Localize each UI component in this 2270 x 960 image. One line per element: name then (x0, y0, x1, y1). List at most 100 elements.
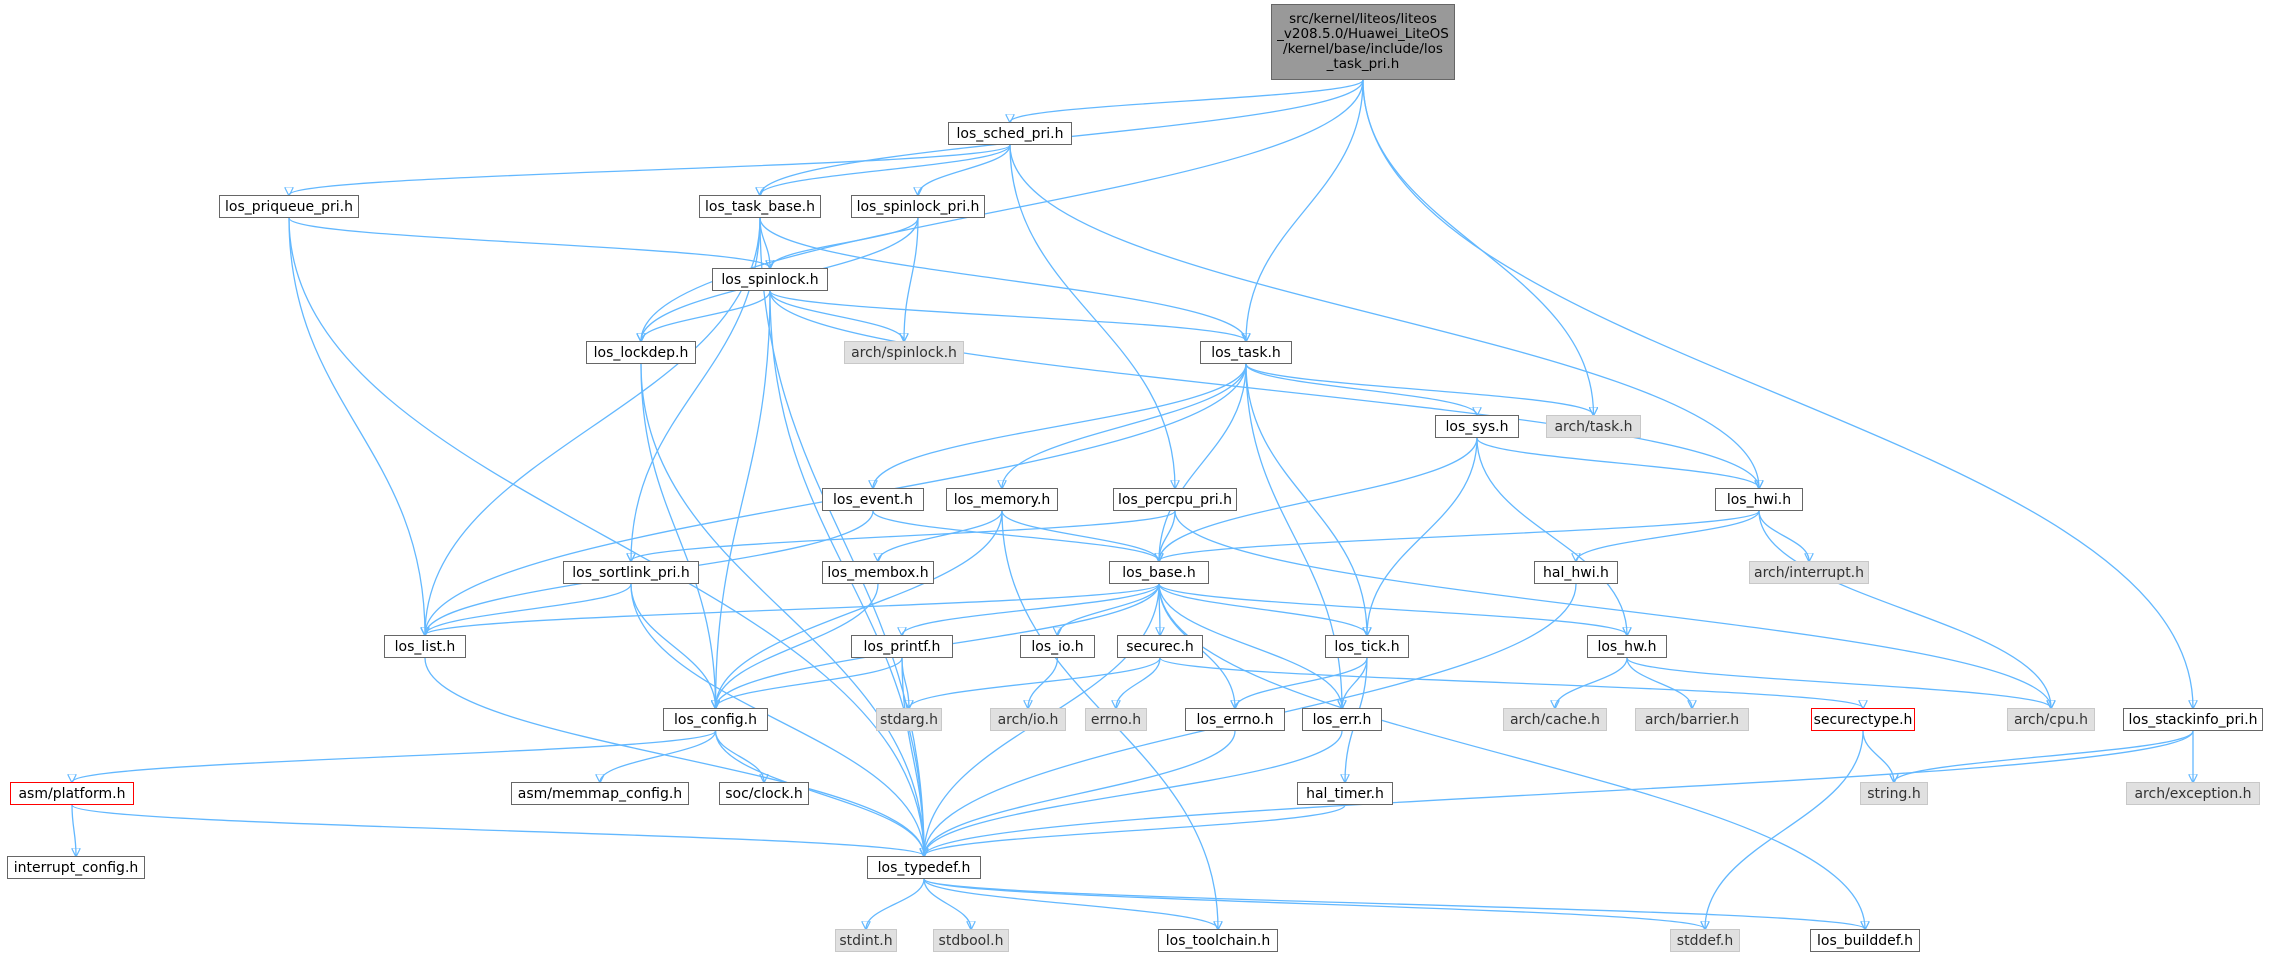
dependency-edge (1342, 657, 1368, 708)
dependency-edge (1245, 363, 1367, 635)
dependency-edge (1158, 583, 1342, 708)
node-hal-timer-h[interactable]: hal_timer.h (1297, 782, 1393, 805)
dependency-edge (288, 217, 770, 268)
dependency-edge (1705, 730, 1864, 929)
dependency-edge (1245, 363, 1594, 415)
node-arch-interrupt-h[interactable]: arch/interrupt.h (1749, 561, 1869, 584)
root-label-line: /kernel/base/include/los (1283, 41, 1443, 57)
node-asm-memmap-config-h[interactable]: asm/memmap_config.h (511, 782, 689, 805)
node-string-h[interactable]: string.h (1860, 782, 1928, 805)
node-los-priqueue-pri-h[interactable]: los_priqueue_pri.h (219, 195, 359, 218)
dependency-edge (770, 217, 919, 268)
node-los-percpu-pri-h[interactable]: los_percpu_pri.h (1113, 488, 1237, 511)
node-arch-spinlock-h[interactable]: arch/spinlock.h (844, 341, 964, 364)
node-errno-h[interactable]: errno.h (1085, 708, 1147, 731)
node-los-spinlock-h[interactable]: los_spinlock.h (712, 268, 828, 291)
node-arch-cpu-h[interactable]: arch/cpu.h (2007, 708, 2095, 731)
node-stddef-h[interactable]: stddef.h (1670, 929, 1740, 952)
dependency-edge (1235, 657, 1368, 708)
dependency-edge (72, 730, 717, 782)
node-los-task-base-h[interactable]: los_task_base.h (699, 195, 821, 218)
node-asm-platform-h[interactable]: asm/platform.h (10, 782, 134, 805)
node-securectype-h[interactable]: securectype.h (1811, 708, 1915, 731)
node-los-event-h[interactable]: los_event.h (822, 488, 924, 511)
node-stdint-h[interactable]: stdint.h (835, 929, 897, 952)
dependency-edge (902, 583, 1160, 635)
node-securec-h[interactable]: securec.h (1117, 635, 1203, 658)
node-los-spinlock-pri-h[interactable]: los_spinlock_pri.h (851, 195, 985, 218)
dependency-edge (759, 217, 1246, 341)
node-los-toolchain-h[interactable]: los_toolchain.h (1158, 929, 1278, 952)
dependency-edge (769, 290, 1246, 341)
node-los-builddef-h[interactable]: los_builddef.h (1810, 929, 1920, 952)
dependency-edge (1158, 583, 1865, 929)
root-file-node: src/kernel/liteos/liteos _v208.5.0/Huawe… (1271, 4, 1455, 80)
node-los-lockdep-h[interactable]: los_lockdep.h (586, 341, 696, 364)
dependency-edge (1002, 363, 1247, 488)
root-label-line: _v208.5.0/Huawei_LiteOS (1277, 26, 1449, 42)
dependency-edge (1576, 510, 1760, 561)
dependency-edge (1245, 363, 1477, 415)
dependency-edge (769, 290, 904, 341)
dependency-edge (71, 804, 76, 856)
dependency-edge (1362, 79, 2193, 708)
node-arch-cache-h[interactable]: arch/cache.h (1503, 708, 1607, 731)
dependency-edge (1158, 583, 1367, 635)
node-interrupt-config-h[interactable]: interrupt_config.h (7, 856, 145, 879)
dependency-edge (878, 510, 1003, 561)
node-soc-clock-h[interactable]: soc/clock.h (719, 782, 809, 805)
node-arch-exception-h[interactable]: arch/exception.h (2126, 782, 2260, 805)
node-arch-barrier-h[interactable]: arch/barrier.h (1635, 708, 1749, 731)
node-los-errno-h[interactable]: los_errno.h (1185, 708, 1285, 731)
dependency-edge (872, 510, 1159, 561)
dependency-edge (716, 510, 1003, 708)
dependency-edge (1001, 510, 1159, 561)
dependency-edge (759, 217, 924, 856)
dependency-edge (424, 657, 924, 856)
dependency-edge (425, 583, 1160, 635)
node-stdbool-h[interactable]: stdbool.h (933, 929, 1009, 952)
node-arch-io-h[interactable]: arch/io.h (990, 708, 1066, 731)
dependency-edge (1010, 79, 1364, 122)
dependency-edge (425, 583, 632, 635)
dependency-edge (1626, 657, 2051, 708)
dependency-edge (924, 730, 2194, 856)
dependency-edge (1159, 363, 1247, 561)
node-los-stackinfo-pri-h[interactable]: los_stackinfo_pri.h (2123, 708, 2263, 731)
dependency-edge (631, 510, 1176, 561)
node-los-base-h[interactable]: los_base.h (1109, 561, 1209, 584)
node-los-printf-h[interactable]: los_printf.h (851, 635, 953, 658)
node-arch-task-h[interactable]: arch/task.h (1546, 415, 1641, 438)
node-los-typedef-h[interactable]: los_typedef.h (867, 856, 981, 879)
node-los-config-h[interactable]: los_config.h (663, 708, 768, 731)
dependency-edge (1555, 657, 1628, 708)
node-los-task-h[interactable]: los_task.h (1200, 341, 1292, 364)
dependency-edge (1367, 437, 1478, 635)
node-los-sortlink-pri-h[interactable]: los_sortlink_pri.h (563, 561, 699, 584)
node-los-err-h[interactable]: los_err.h (1302, 708, 1382, 731)
node-los-sched-pri-h[interactable]: los_sched_pri.h (948, 122, 1072, 145)
node-los-list-h[interactable]: los_list.h (384, 635, 466, 658)
node-los-membox-h[interactable]: los_membox.h (822, 561, 934, 584)
node-los-sys-h[interactable]: los_sys.h (1435, 415, 1519, 438)
dependency-edge (289, 144, 1011, 195)
node-hal-hwi-h[interactable]: hal_hwi.h (1534, 561, 1618, 584)
node-los-hwi-h[interactable]: los_hwi.h (1715, 488, 1803, 511)
dependency-edge (1159, 657, 1863, 708)
dependency-edge (1758, 510, 2051, 708)
dependency-edge (641, 79, 1364, 341)
dependency-edge (1028, 657, 1059, 708)
dependency-edge (600, 730, 717, 782)
dependency-edge (1246, 79, 1364, 341)
dependency-edge (1158, 583, 1627, 635)
node-los-hw-h[interactable]: los_hw.h (1587, 635, 1667, 658)
dependency-edge (1116, 657, 1161, 708)
dependency-edge (1159, 510, 1760, 561)
node-stdarg-h[interactable]: stdarg.h (876, 708, 942, 731)
node-los-memory-h[interactable]: los_memory.h (946, 488, 1058, 511)
node-los-io-h[interactable]: los_io.h (1020, 635, 1095, 658)
dependency-edge (1058, 583, 1160, 635)
dependency-edge (924, 730, 1236, 856)
node-los-tick-h[interactable]: los_tick.h (1325, 635, 1409, 658)
